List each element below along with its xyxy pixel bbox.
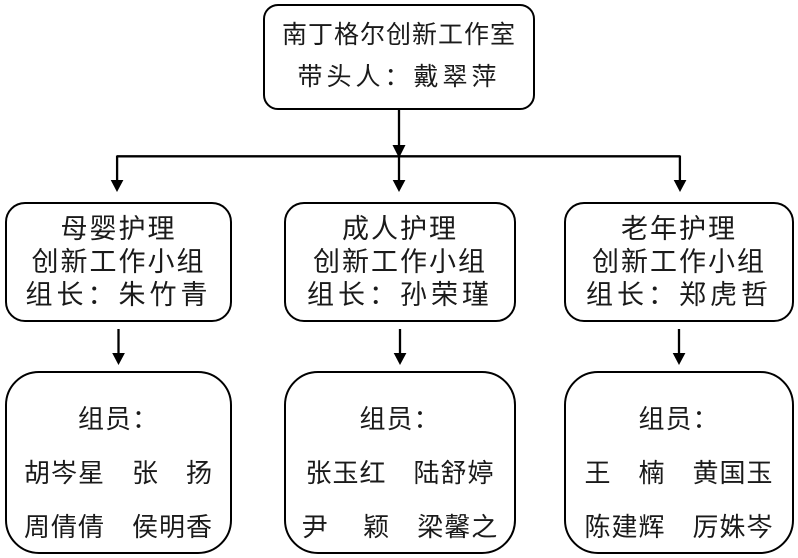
group-leader: 组长：朱竹青 [25, 279, 212, 310]
members-label: 组员： [638, 405, 720, 434]
group-field: 母婴护理 [60, 213, 177, 244]
members-row: 王 楠 黄国玉 [584, 459, 774, 488]
branch-right-arrowhead [673, 180, 687, 192]
root-title: 南丁格尔创新工作室 [281, 22, 516, 49]
branch-left-arrowhead [110, 180, 124, 192]
group-node-elderly: 老年护理 创新工作小组 组长：郑虎哲 [564, 202, 794, 322]
members-label: 组员： [77, 405, 159, 434]
members-label: 组员： [359, 405, 441, 434]
group-leader: 组长：郑虎哲 [586, 279, 772, 310]
members-row: 尹 颖 梁馨之 [301, 513, 499, 542]
members-row: 陈建辉 厉姝岑 [584, 513, 774, 542]
root-node: 南丁格尔创新工作室 带头人：戴翠萍 [263, 4, 535, 110]
members-node-adult: 组员： 张玉红 陆舒婷 尹 颖 梁馨之 [284, 371, 516, 554]
group-field: 老年护理 [621, 213, 737, 244]
group-node-adult: 成人护理 创新工作小组 组长：孙荣瑾 [284, 202, 516, 322]
members-node-elderly: 组员： 王 楠 黄国玉 陈建辉 厉姝岑 [564, 371, 794, 554]
members-row: 周倩倩 侯明香 [23, 513, 213, 542]
maternal-drop-arrowhead [112, 353, 125, 365]
members-row: 张玉红 陆舒婷 [305, 459, 495, 488]
branch-center-arrowhead [392, 180, 406, 192]
members-row: 胡岑星 张 扬 [23, 459, 213, 488]
root-leader: 带头人：戴翠萍 [297, 64, 501, 91]
group-team: 创新工作小组 [592, 246, 766, 277]
group-team: 创新工作小组 [313, 246, 487, 277]
group-field: 成人护理 [342, 213, 458, 244]
group-leader: 组长：孙荣瑾 [307, 279, 493, 310]
members-node-maternal: 组员： 胡岑星 张 扬 周倩倩 侯明香 [5, 371, 232, 554]
group-node-maternal: 母婴护理 创新工作小组 组长：朱竹青 [5, 202, 232, 322]
elderly-drop-arrowhead [672, 353, 686, 365]
group-team: 创新工作小组 [31, 246, 206, 277]
root-drop-arrowhead [392, 145, 406, 158]
adult-drop-arrowhead [393, 353, 407, 365]
